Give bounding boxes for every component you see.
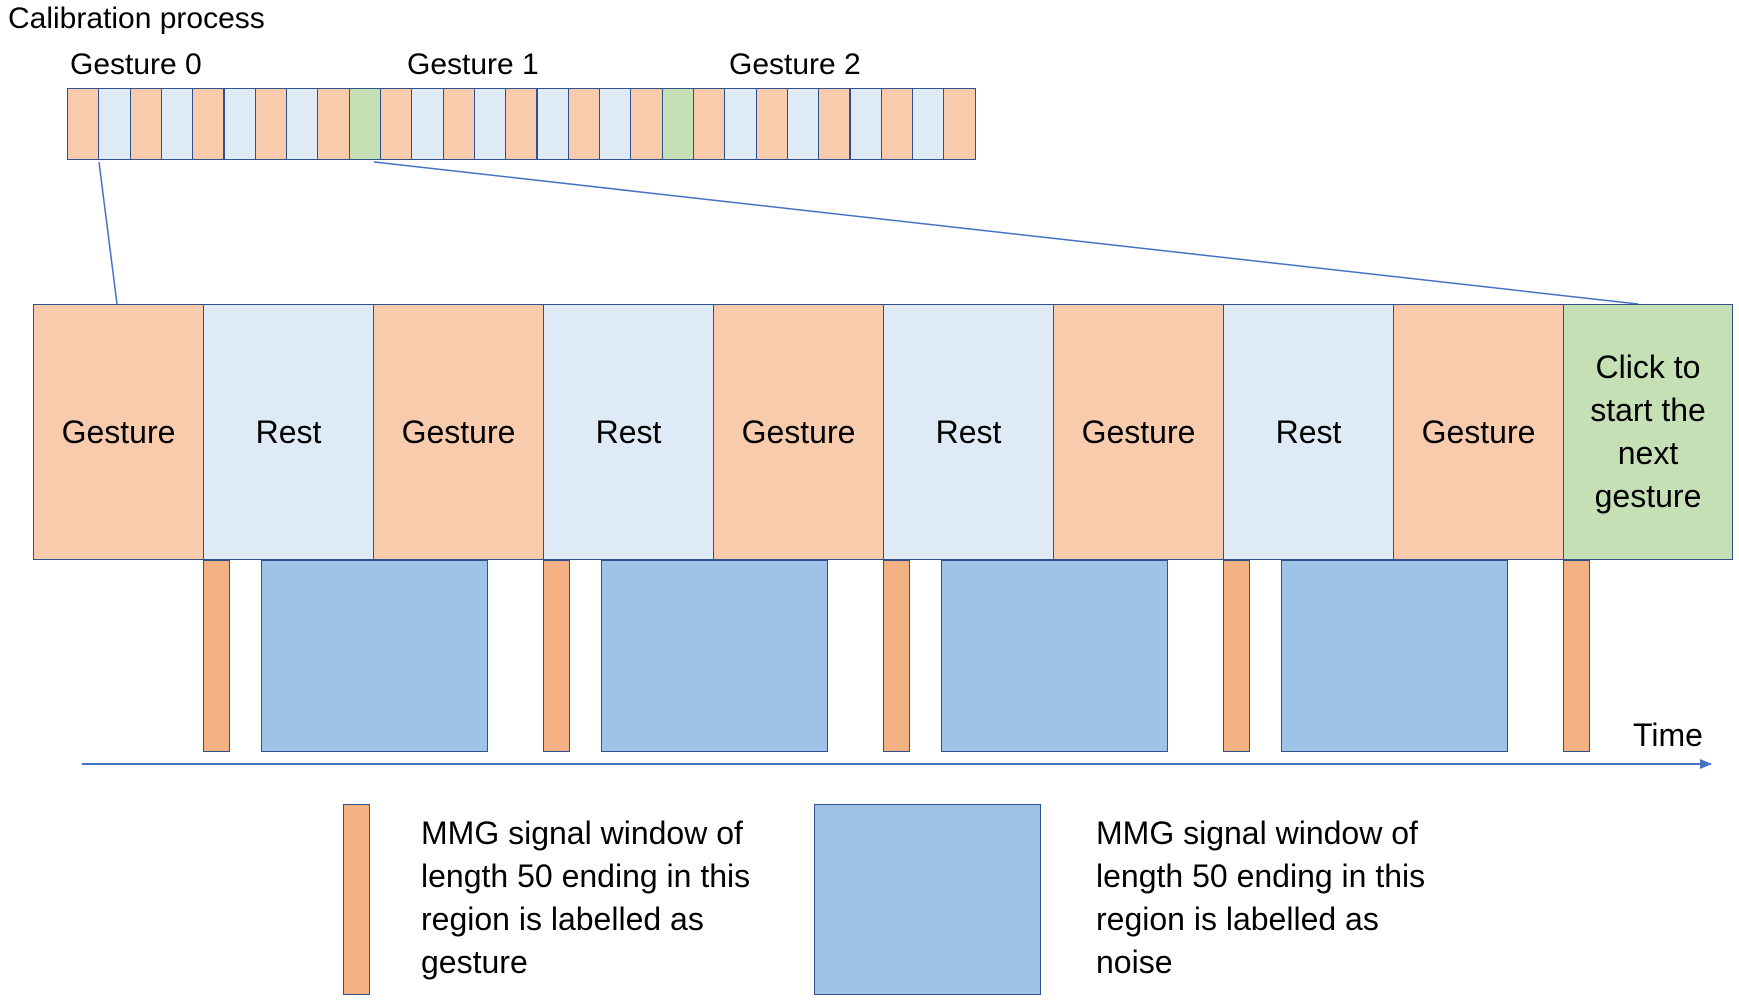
strip-cell-rest bbox=[473, 88, 507, 160]
strip-cell-click bbox=[348, 88, 381, 160]
strip-cell-gesture bbox=[943, 88, 976, 160]
window-noise-4 bbox=[1281, 560, 1508, 752]
window-gesture-2 bbox=[543, 560, 570, 752]
gesture-1-label: Gesture 1 bbox=[407, 48, 539, 81]
zoom-connector-left bbox=[98, 161, 118, 305]
window-gesture-3 bbox=[883, 560, 910, 752]
window-noise-3 bbox=[941, 560, 1168, 752]
strip-cell-gesture bbox=[380, 88, 413, 160]
strip-cell-gesture bbox=[254, 88, 288, 160]
strip-cell-rest bbox=[849, 88, 882, 160]
phase-label: Click to start the next gesture bbox=[1590, 349, 1706, 514]
phase-label: Gesture bbox=[401, 413, 516, 450]
strip-cell-gesture bbox=[192, 88, 225, 160]
window-noise-2 bbox=[601, 560, 828, 752]
strip-cell-rest bbox=[160, 88, 194, 160]
gesture-0-label: Gesture 0 bbox=[70, 48, 202, 81]
phase-label: Rest bbox=[935, 413, 1002, 450]
strip-cell-rest bbox=[599, 88, 632, 160]
phase-rest-2: Rest bbox=[543, 304, 714, 560]
strip-cell-gesture bbox=[567, 88, 601, 160]
strip-cell-gesture bbox=[317, 88, 350, 160]
phase-label: Rest bbox=[255, 413, 322, 450]
phase-rest-3: Rest bbox=[883, 304, 1054, 560]
time-axis-label: Time bbox=[1633, 717, 1703, 753]
diagram-title: Calibration process bbox=[8, 2, 265, 35]
legend-gesture-text: MMG signal window of length 50 ending in… bbox=[421, 815, 751, 980]
phase-gesture-2: Gesture bbox=[373, 304, 544, 560]
strip-cell-rest bbox=[536, 88, 569, 160]
phase-rest-1: Rest bbox=[203, 304, 374, 560]
phase-label: Gesture bbox=[741, 413, 856, 450]
zoom-connector-right bbox=[373, 161, 1639, 305]
phase-gesture-5: Gesture bbox=[1393, 304, 1564, 560]
window-noise-1 bbox=[261, 560, 488, 752]
phase-label: Gesture bbox=[1421, 413, 1536, 450]
phase-label: Rest bbox=[595, 413, 662, 450]
window-gesture-4 bbox=[1223, 560, 1250, 752]
window-gesture-5 bbox=[1563, 560, 1590, 752]
phase-label: Gesture bbox=[1081, 413, 1196, 450]
phase-label: Rest bbox=[1275, 413, 1342, 450]
phase-click-next: Click to start the next gesture bbox=[1563, 304, 1733, 560]
legend-gesture-swatch bbox=[343, 804, 370, 995]
phase-gesture-1: Gesture bbox=[33, 304, 204, 560]
strip-cell-rest bbox=[98, 88, 131, 160]
phase-rest-4: Rest bbox=[1223, 304, 1394, 560]
legend-noise-text: MMG signal window of length 50 ending in… bbox=[1096, 815, 1426, 980]
strip-cell-gesture bbox=[505, 88, 538, 160]
phase-gesture-4: Gesture bbox=[1053, 304, 1224, 560]
calibration-strip bbox=[67, 88, 1006, 162]
strip-cell-gesture bbox=[442, 88, 475, 160]
legend-noise-swatch bbox=[814, 804, 1041, 995]
strip-cell-rest bbox=[786, 88, 820, 160]
window-gesture-1 bbox=[203, 560, 230, 752]
phase-label: Gesture bbox=[61, 413, 176, 450]
strip-cell-gesture bbox=[67, 88, 100, 160]
gesture-2-label: Gesture 2 bbox=[729, 48, 861, 81]
phase-gesture-3: Gesture bbox=[713, 304, 884, 560]
